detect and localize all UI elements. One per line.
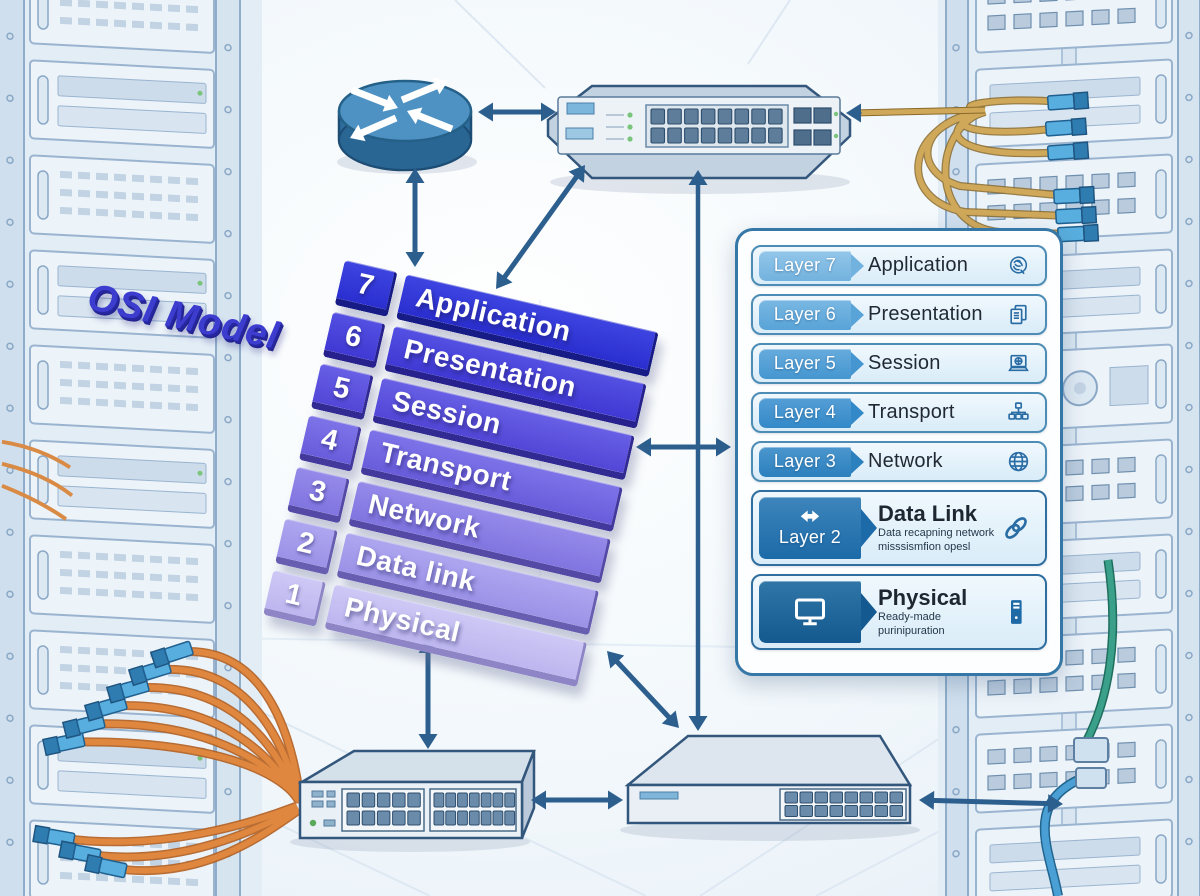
- patch-cables-right: [1039, 559, 1118, 896]
- chain-link-icon: [1001, 513, 1031, 543]
- left-right-arrow-icon: [795, 508, 825, 525]
- arrow-yellow-cable-head: [846, 103, 862, 123]
- arrow-switch-bottomswitch: [688, 170, 708, 731]
- panel-row-application: Layer 7 Application: [751, 245, 1047, 286]
- orange-fiber-cables: [32, 640, 306, 879]
- router-arrow-1: [400, 77, 448, 104]
- layer-name: Transport: [868, 401, 955, 423]
- panel-row-transport: Layer 4 Transport: [751, 392, 1047, 433]
- arrow-switch-stack: [496, 165, 585, 289]
- layer-badge: Layer 6: [759, 299, 851, 330]
- pc-tower-icon: [1001, 597, 1031, 627]
- layer-badge: Layer 7: [759, 250, 851, 281]
- layer-badge-label: Layer 5: [773, 353, 837, 373]
- layer-badge: [759, 581, 861, 643]
- stack-layer-number: 4: [298, 414, 362, 472]
- layer-badge: Layer 5: [759, 348, 851, 379]
- switch-16port-bottom-right: [624, 734, 913, 825]
- layer-badge-label: Layer 3: [773, 451, 837, 471]
- router-arrow-0: [350, 86, 398, 112]
- arrow-between-bottom-switches: [531, 790, 623, 810]
- panel-row-network: Layer 3 Network: [751, 441, 1047, 482]
- layer-badge-label: Layer 2: [778, 526, 842, 547]
- switch-24port-bottom-left: [297, 749, 536, 840]
- stack-layer-number: 2: [275, 518, 339, 576]
- layer-name: Session: [868, 352, 941, 374]
- arrow-stack-panel: [636, 437, 731, 457]
- documents-icon: [1006, 302, 1031, 327]
- panel-row-presentation: Layer 6 Presentation: [751, 294, 1047, 335]
- layer-badge-label: Layer 7: [773, 255, 837, 275]
- layer-name: Network: [868, 450, 943, 472]
- monitor-icon: [792, 594, 828, 630]
- layer-description: Data recapning network misssismfion opes…: [878, 527, 995, 553]
- layer-badge-label: Layer 4: [773, 402, 837, 422]
- router-arrow-2: [350, 114, 398, 142]
- layer-description: Ready-made purinipuration: [878, 611, 945, 637]
- layer-badge-label: Layer 6: [773, 304, 837, 324]
- arrow-stack-bottomright-switch: [607, 651, 679, 728]
- stack-layer-number: 5: [310, 363, 374, 421]
- layer-badge: Layer 3: [759, 446, 851, 477]
- router-icon: [337, 77, 473, 172]
- stack-layer-number: 3: [286, 466, 350, 524]
- layer-badge: Layer 2: [759, 497, 861, 559]
- arrow-router-stack: [405, 168, 425, 267]
- layer-name: Application: [868, 254, 969, 276]
- sitemap-icon: [1006, 400, 1031, 425]
- brain-icon: [1006, 253, 1031, 278]
- laptop-globe-icon: [1006, 351, 1031, 376]
- layer-badge: Layer 4: [759, 397, 851, 428]
- stack-layer-number: 1: [263, 569, 327, 627]
- small-orange-cables: [1, 439, 74, 521]
- panel-row-session: Layer 5 Session: [751, 343, 1047, 384]
- stack-layer-number: 6: [322, 311, 386, 369]
- layer-name: Presentation: [868, 303, 983, 325]
- layer-name: Data Link: [878, 501, 978, 527]
- arrow-router-switch: [478, 102, 556, 122]
- globe-icon: [1006, 449, 1031, 474]
- layer-name: Physical: [878, 585, 968, 611]
- router-arrow-3: [407, 107, 454, 133]
- switch-16port-top: [546, 84, 852, 180]
- arrow-switch-right-rack: [919, 790, 1063, 814]
- flow-arrows: [405, 102, 1063, 814]
